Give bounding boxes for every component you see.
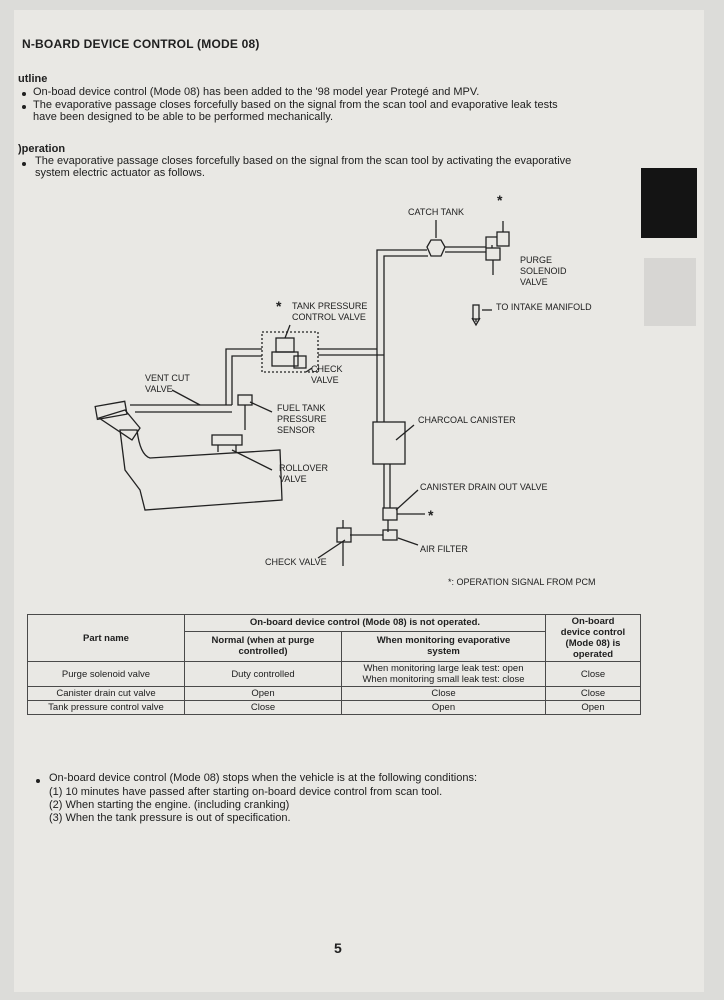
fuel-tank [119, 429, 283, 511]
th-part-name: Part name [27, 614, 185, 662]
label-vent-cut-2: VALVE [145, 384, 173, 394]
canister-drain-cut-valve [382, 507, 398, 521]
label-vent-cut-1: VENT CUT [145, 373, 190, 383]
parts-table: Part name On-board device control (Mode … [27, 614, 641, 715]
label-charcoal: CHARCOAL CANISTER [418, 415, 516, 425]
cell-operated: Close [545, 661, 641, 687]
table-row: Tank pressure control valve Close Open O… [27, 700, 641, 715]
paper-sheet [14, 10, 704, 992]
cell-operated: Open [545, 700, 641, 715]
label-rollover-1: ROLLOVER [279, 463, 329, 473]
th-not-operated: On-board device control (Mode 08) is not… [184, 614, 546, 632]
cell-monitoring: When monitoring large leak test: open Wh… [341, 661, 546, 687]
bullet-icon [22, 162, 26, 166]
th-normal-2: controlled) [238, 646, 288, 658]
th-operated-3: (Mode 08) is [565, 638, 621, 649]
label-purge-2: SOLENOID [520, 266, 567, 276]
bullet-icon [36, 779, 40, 783]
cell-normal: Close [184, 700, 342, 715]
operation-heading: )peration [18, 143, 66, 155]
label-tank-pressure-1: TANK PRESSURE [292, 301, 367, 311]
label-note: *: OPERATION SIGNAL FROM PCM [448, 577, 596, 587]
label-fuel-3: SENSOR [277, 425, 316, 435]
label-rollover-2: VALVE [279, 474, 307, 484]
asterisk-tank-pressure: * [276, 298, 282, 314]
label-check-valve: CHECK VALVE [265, 557, 327, 567]
asterisk-drain: * [428, 507, 434, 523]
bullet-icon [22, 92, 26, 96]
section-tab-black [641, 168, 697, 238]
th-normal: Normal (when at purge controlled) [184, 630, 342, 663]
label-purge-3: VALVE [520, 277, 548, 287]
label-air-filter: AIR FILTER [420, 544, 468, 554]
condition-item-1: (1) 10 minutes have passed after startin… [49, 786, 443, 798]
label-check-2: VALVE [311, 375, 339, 385]
condition-item-2: (2) When starting the engine. (including… [49, 799, 290, 811]
cell-operated: Close [545, 686, 641, 701]
label-fuel-2: PRESSURE [277, 414, 327, 424]
th-operated-2: device control [560, 627, 626, 638]
label-fuel-1: FUEL TANK [277, 403, 325, 413]
charcoal-canister [372, 421, 406, 465]
cell-part-name: Purge solenoid valve [27, 661, 185, 687]
catch-tank [426, 239, 446, 257]
label-catch-tank: CATCH TANK [408, 207, 464, 217]
tank-pressure-control-valve [261, 331, 319, 373]
cell-monitoring-1: When monitoring large leak test: open [363, 663, 524, 674]
label-purge-1: PURGE [520, 255, 552, 265]
cell-monitoring: Close [341, 686, 546, 701]
operation-line-2: system electric actuator as follows. [35, 167, 205, 179]
conditions-intro: On-board device control (Mode 08) stops … [49, 772, 478, 784]
label-drain: CANISTER DRAIN OUT VALVE [420, 482, 548, 492]
outline-bullet-2: The evaporative passage closes forcefull… [33, 99, 558, 111]
outline-heading: utline [18, 73, 48, 85]
purge-solenoid-valve [496, 231, 510, 247]
cell-monitoring: Open [341, 700, 546, 715]
air-filter [382, 529, 398, 541]
asterisk-purge: * [497, 192, 503, 208]
label-check-1: CHECK [311, 364, 343, 374]
table-row: Canister drain cut valve Open Close Clos… [27, 686, 641, 701]
th-operated-4: operated [572, 649, 614, 660]
cell-part-name: Tank pressure control valve [27, 700, 185, 715]
outline-bullet-2-cont: have been designed to be able to be perf… [33, 111, 334, 123]
page-title: N-BOARD DEVICE CONTROL (MODE 08) [22, 37, 260, 51]
th-normal-1: Normal (when at purge [211, 635, 315, 647]
th-monitoring-1: When monitoring evaporative [376, 635, 511, 647]
label-to-intake: TO INTAKE MANIFOLD [496, 302, 592, 312]
page-number: 5 [334, 940, 342, 956]
th-monitoring-2: system [427, 646, 460, 658]
outline-bullet-1: On-boad device control (Mode 08) has bee… [33, 86, 480, 98]
th-operated-1: On-board [571, 616, 615, 627]
cell-normal: Duty controlled [184, 661, 342, 687]
check-valve-lower [336, 527, 352, 543]
label-tank-pressure-2: CONTROL VALVE [292, 312, 366, 322]
evaporative-system-diagram: * * * CATCH TANK PURGE SOLENOID VALVE TO… [94, 192, 596, 587]
table-row: Purge solenoid valve Duty controlled Whe… [27, 661, 641, 687]
condition-item-3: (3) When the tank pressure is out of spe… [49, 812, 291, 824]
th-monitoring: When monitoring evaporative system [341, 630, 546, 663]
operation-line-1: The evaporative passage closes forcefull… [35, 155, 572, 167]
cell-part-name: Canister drain cut valve [27, 686, 185, 701]
cell-monitoring-2: When monitoring small leak test: close [362, 674, 525, 685]
bullet-icon [22, 105, 26, 109]
cell-normal: Open [184, 686, 342, 701]
section-tab-gray [644, 258, 696, 326]
th-operated: On-board device control (Mode 08) is ope… [545, 614, 641, 662]
